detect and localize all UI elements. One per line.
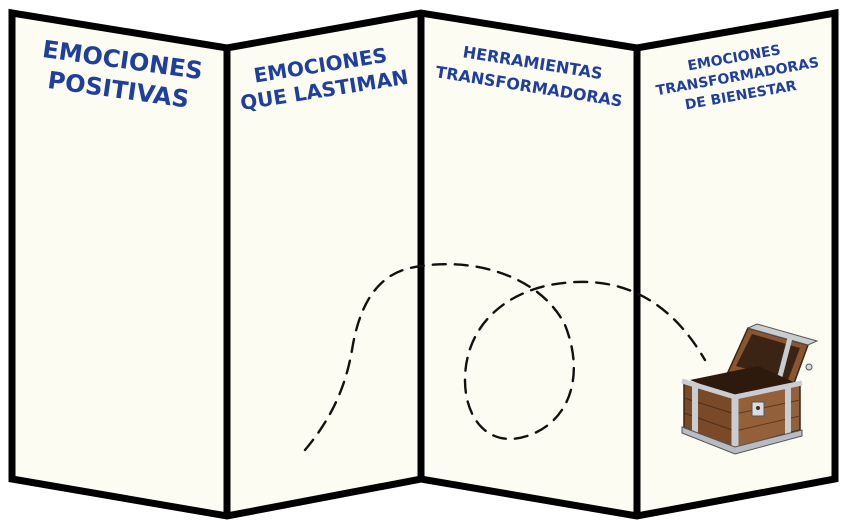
- treasure-chest-icon: [681, 323, 819, 455]
- dashed-path-icon: [303, 262, 707, 452]
- panel-1-paper: [12, 13, 227, 516]
- panel-2-paper: [227, 13, 421, 516]
- panel-3-paper: [421, 13, 637, 516]
- map-outline: [8, 8, 839, 520]
